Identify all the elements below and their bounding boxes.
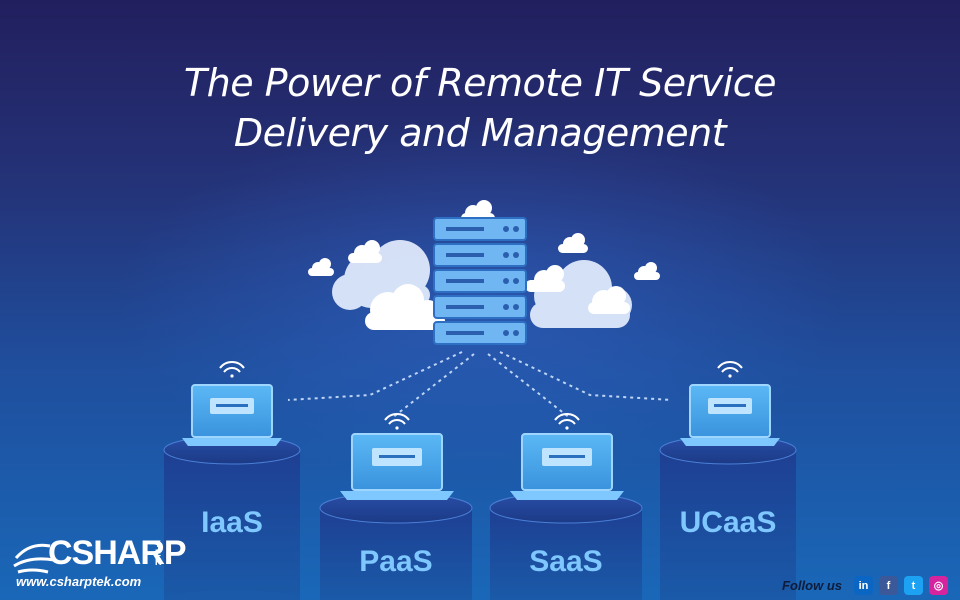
brand-url[interactable]: www.csharptek.com	[16, 574, 142, 589]
cloud-group	[308, 200, 660, 330]
cloud-icon	[588, 286, 630, 314]
cloud-icon	[348, 240, 382, 263]
server-unit	[433, 269, 527, 293]
instagram-icon[interactable]: ◎	[929, 576, 948, 595]
social-bar: Follow us in f t ◎	[782, 576, 948, 595]
server-unit	[433, 295, 527, 319]
server-unit	[433, 243, 527, 267]
service-label-saas: SaaS	[529, 545, 603, 578]
logo-mark-icon	[13, 543, 55, 574]
cloud-icon	[634, 262, 660, 280]
server-unit	[433, 321, 527, 345]
laptop-ucaas	[680, 361, 780, 446]
twitter-icon[interactable]: t	[904, 576, 923, 595]
linkedin-icon[interactable]: in	[854, 576, 873, 595]
facebook-icon[interactable]: f	[879, 576, 898, 595]
service-label-paas: PaaS	[359, 545, 433, 578]
service-label-ucaas: UCaaS	[679, 506, 777, 539]
laptop-iaas	[182, 361, 282, 446]
brand-suffix: TEK	[155, 539, 162, 567]
server-unit	[433, 217, 527, 241]
wifi-icon	[219, 361, 245, 378]
laptop-saas	[510, 413, 624, 500]
title-line-1: The Power of Remote IT Service	[183, 61, 777, 105]
connector-ucaas	[499, 351, 673, 401]
banner-title: The Power of Remote IT Service Delivery …	[0, 58, 960, 158]
connector-paas	[391, 353, 475, 419]
follow-label: Follow us	[782, 578, 842, 593]
cloud-icon	[365, 284, 445, 330]
connector-iaas	[287, 351, 463, 401]
service-label-iaas: IaaS	[201, 506, 263, 539]
title-line-2: Delivery and Management	[233, 111, 727, 155]
wifi-icon	[554, 413, 580, 430]
wifi-icon	[717, 361, 743, 378]
connector-saas	[487, 353, 571, 419]
connection-lines	[287, 351, 673, 419]
server-stack-icon	[433, 217, 527, 345]
pedestal-saas	[489, 492, 643, 600]
cloud-icon	[558, 233, 588, 253]
wifi-icon	[384, 413, 410, 430]
laptop-paas	[340, 413, 454, 500]
cloud-icon	[308, 258, 334, 276]
cloud-icon	[525, 265, 565, 292]
brand-name: CSHARP	[48, 534, 187, 572]
pedestal-paas	[319, 492, 473, 600]
